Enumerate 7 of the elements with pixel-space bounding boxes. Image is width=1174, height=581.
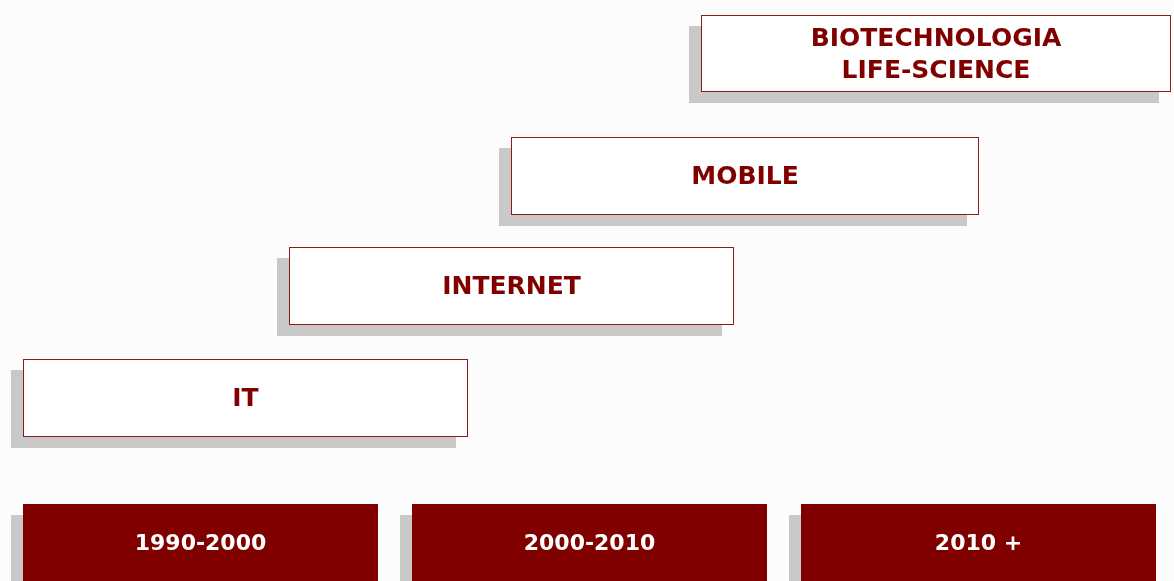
category-label: INTERNET — [442, 270, 581, 302]
category-label: MOBILE — [691, 160, 799, 192]
category-label: IT — [232, 382, 259, 414]
period-label: 2000-2010 — [523, 528, 656, 557]
period-label: 1990-2000 — [134, 528, 267, 557]
period-label: 2010 + — [934, 528, 1023, 557]
category-label: BIOTECHNOLOGIA LIFE-SCIENCE — [809, 21, 1063, 86]
